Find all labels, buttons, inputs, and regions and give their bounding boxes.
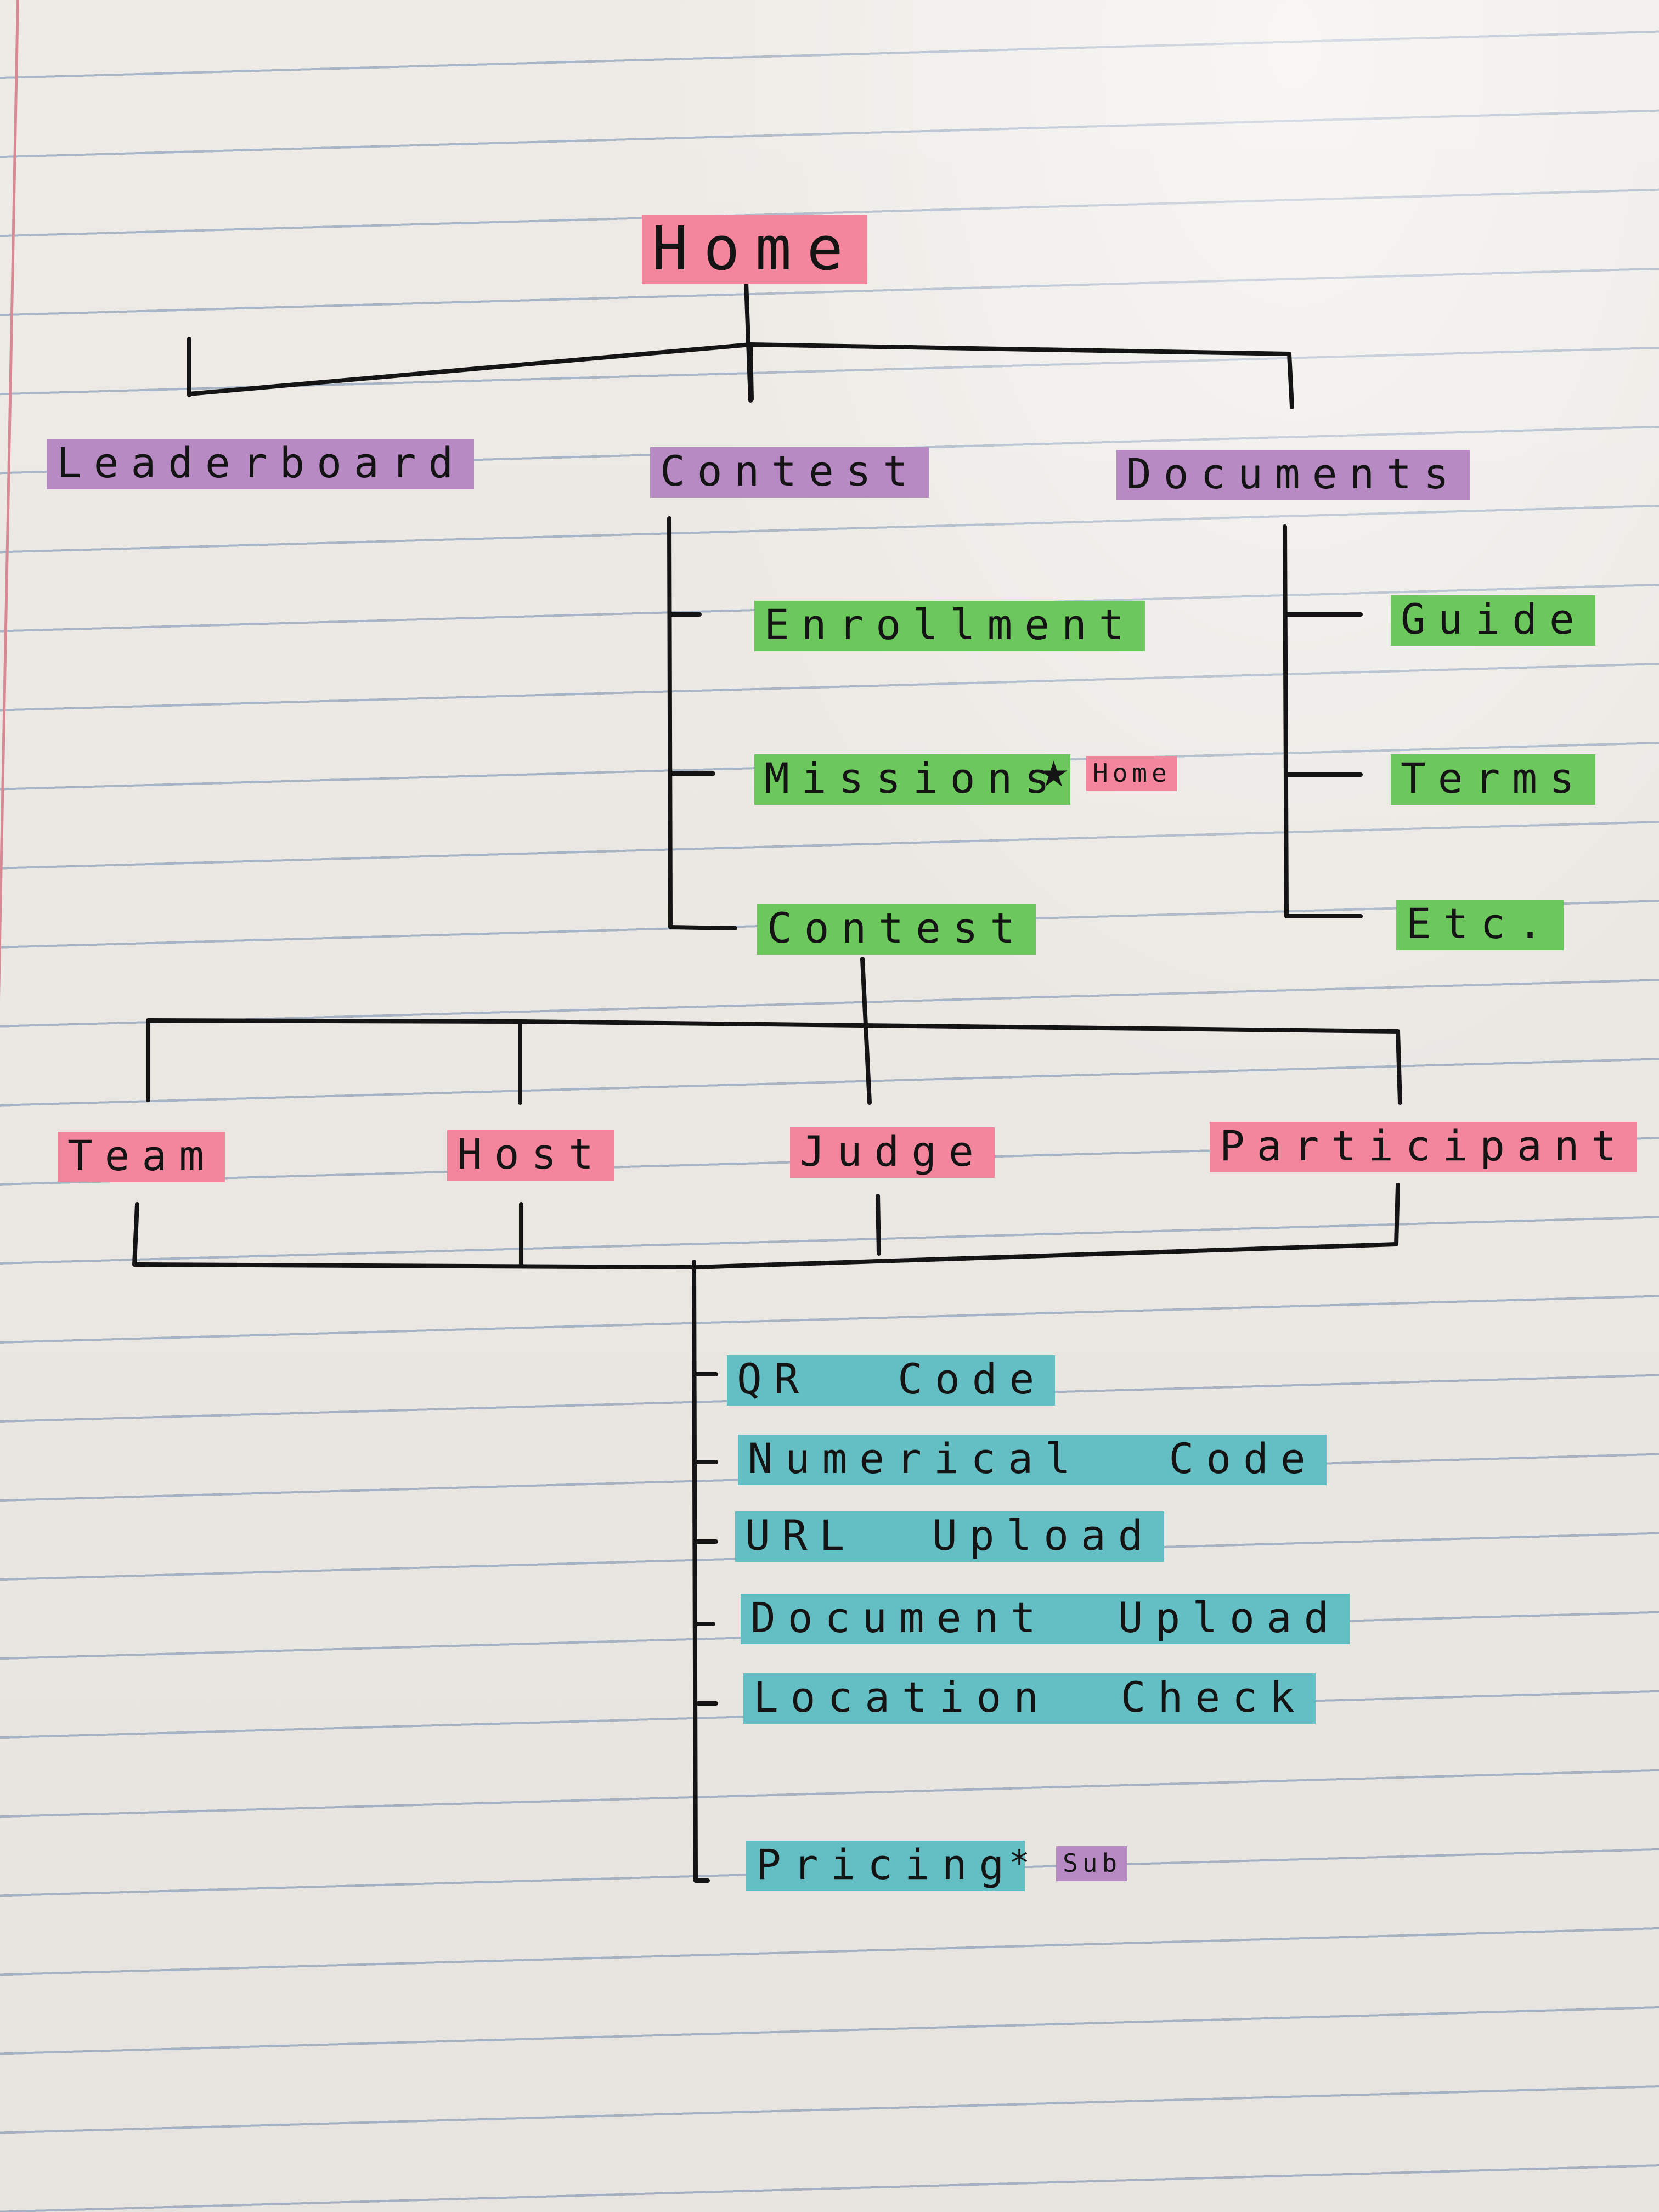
node-missions: Missions — [754, 754, 1071, 805]
node-etc: Etc. — [1396, 900, 1564, 950]
connector-contest-spine — [667, 516, 737, 930]
node-judge: Judge — [790, 1127, 995, 1178]
node-guide: Guide — [1391, 595, 1595, 646]
connector-documents-spine — [1283, 524, 1363, 918]
node-contest: Contest — [650, 447, 929, 498]
node-numerical-code: Numerical Code — [738, 1435, 1327, 1485]
node-terms: Terms — [1391, 754, 1595, 805]
node-location-check: Location Check — [743, 1673, 1316, 1724]
connector-documents — [1287, 352, 1294, 409]
asterisk-icon: * — [1011, 1843, 1028, 1884]
node-documents: Documents — [1116, 450, 1470, 500]
connector-roles-bottom-bar — [132, 1183, 1400, 1269]
node-url-upload: URL Upload — [735, 1511, 1164, 1562]
star-icon: ★ — [1038, 754, 1070, 795]
connector-judge-bottom — [876, 1194, 881, 1256]
connector-level1-bar — [187, 342, 1291, 396]
node-leaderboard: Leaderboard — [47, 439, 475, 489]
node-contest-sub: Contest — [757, 904, 1036, 955]
connector-contest — [748, 343, 754, 402]
node-host: Host — [447, 1130, 615, 1181]
node-team: Team — [58, 1132, 225, 1182]
node-qr-code: QR Code — [727, 1355, 1056, 1406]
connector-roles-bar — [146, 1018, 1402, 1105]
missions-home-note: Home — [1086, 756, 1177, 791]
pricing-sub-note: Sub — [1056, 1846, 1127, 1881]
node-home: Home — [642, 215, 867, 284]
connector-features-spine — [692, 1260, 710, 1883]
node-document-upload: Document Upload — [741, 1594, 1350, 1644]
node-enrollment: Enrollment — [754, 601, 1145, 651]
node-participant: Participant — [1210, 1122, 1638, 1172]
node-pricing: Pricing — [746, 1841, 1025, 1891]
connector-contest-trunk — [860, 957, 872, 1105]
